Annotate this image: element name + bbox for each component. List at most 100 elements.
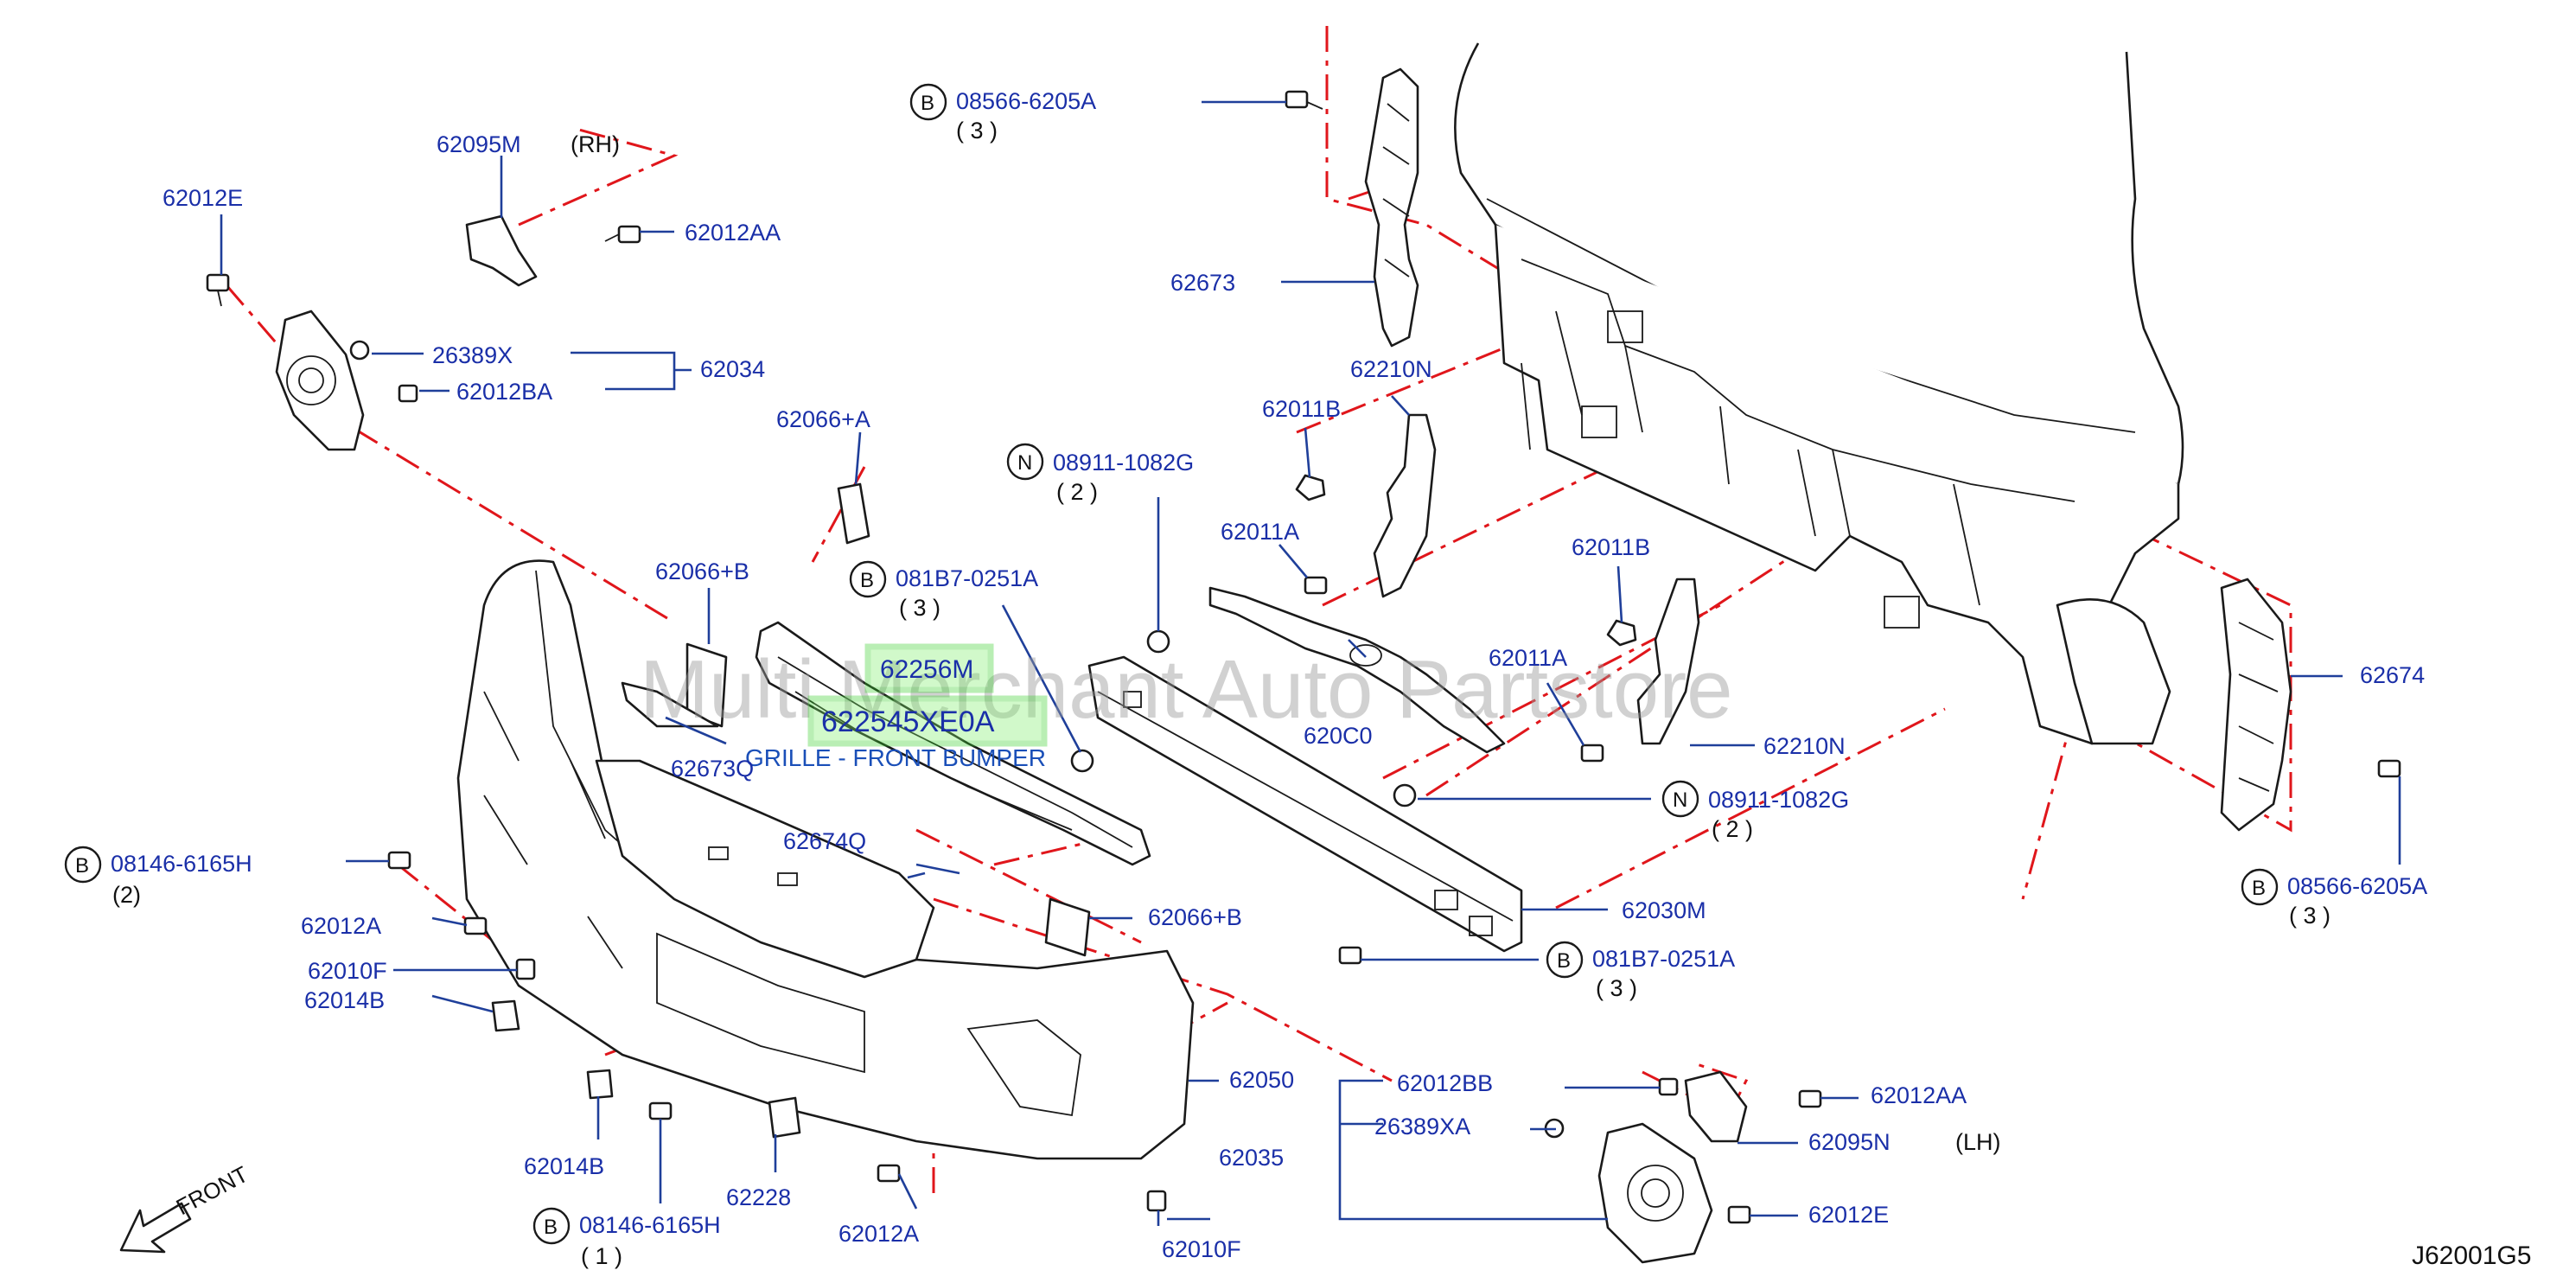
- bracket-62095N: [1684, 1070, 1748, 1143]
- symbol-b-text-081B7-top: B: [860, 569, 874, 592]
- clip-62012BB: [1658, 1077, 1679, 1096]
- label-62066-plus-b-mid[interactable]: 62066+B: [1148, 904, 1242, 930]
- label-62674Q[interactable]: 62674Q: [783, 828, 866, 854]
- label-62674[interactable]: 62674: [2360, 662, 2425, 688]
- bolt-08566-top: [1285, 90, 1323, 110]
- label-081B7-0251A-bottom[interactable]: 081B7-0251A: [1592, 946, 1735, 972]
- label-62012BB[interactable]: 62012BB: [1397, 1070, 1493, 1096]
- label-62010F-left[interactable]: 62010F: [308, 958, 387, 984]
- label-62095N[interactable]: 62095N: [1808, 1129, 1891, 1155]
- label-62066-plus-a[interactable]: 62066+A: [776, 406, 870, 432]
- label-62014B-left[interactable]: 62014B: [304, 987, 385, 1013]
- watermark: Multi Merchant Auto Partstore: [640, 643, 1733, 736]
- symbol-b-text-081B7-bottom: B: [1557, 949, 1571, 973]
- symbol-b-081B7-bottom: [1546, 941, 1584, 979]
- bolt-08566-right: [2377, 759, 2401, 778]
- front-label: FRONT: [172, 1161, 252, 1221]
- label-26389XA[interactable]: 26389XA: [1374, 1114, 1470, 1139]
- label-62210N-mid[interactable]: 62210N: [1763, 733, 1846, 759]
- symbol-n-text-08911-mid: N: [1673, 788, 1687, 812]
- highlight-box-part-a: [864, 643, 994, 693]
- label-08566-6205A-right[interactable]: 08566-6205A: [2287, 873, 2427, 899]
- label-62034[interactable]: 62034: [700, 356, 765, 382]
- symbol-b-text-08566-top: B: [921, 92, 934, 115]
- bolt-62011B-top: [1295, 474, 1326, 501]
- leader-lines: [220, 100, 2401, 1226]
- label-62673[interactable]: 62673: [1170, 270, 1235, 296]
- bolt-62012E-bot: [1727, 1205, 1751, 1224]
- symbol-b-text-08566-right: B: [2252, 877, 2266, 900]
- symbol-b-08566-top: [909, 83, 947, 121]
- label-08911-1082G-mid[interactable]: 08911-1082G: [1708, 787, 1849, 813]
- label-620C0[interactable]: 620C0: [1304, 723, 1373, 749]
- label-62012A-bottom[interactable]: 62012A: [838, 1221, 919, 1247]
- qty-08146-left: (2): [112, 882, 141, 908]
- highlight-box-part-b: [807, 695, 1048, 747]
- bolt-081B7-bot: [1338, 946, 1362, 965]
- panel-62674Q: [595, 759, 935, 979]
- qty-081B7-top: ( 3 ): [899, 595, 940, 621]
- bolt-08146-bot: [648, 1101, 673, 1120]
- label-08911-1082G-top[interactable]: 08911-1082G: [1053, 450, 1194, 476]
- label-lh: (LH): [1955, 1129, 2001, 1155]
- label-62012BA[interactable]: 62012BA: [456, 379, 552, 405]
- label-62011B-mid[interactable]: 62011B: [1572, 534, 1650, 560]
- label-26389X[interactable]: 26389X: [432, 342, 513, 368]
- label-62030M[interactable]: 62030M: [1622, 897, 1706, 923]
- label-62095M[interactable]: 62095M: [437, 131, 521, 157]
- symbol-b-081B7-top: [849, 560, 887, 598]
- bolts: [206, 90, 2401, 1224]
- label-62673Q[interactable]: 62673Q: [671, 756, 754, 782]
- diagram-code: J62001G5: [2412, 1242, 2531, 1270]
- harness-620C0: [1208, 586, 1506, 754]
- label-081B7-0251A-top[interactable]: 081B7-0251A: [896, 565, 1038, 591]
- bracket-62673: [1364, 67, 1419, 348]
- label-08146-6165H-left[interactable]: 08146-6165H: [111, 851, 252, 877]
- symbol-b-08146-bottom: [532, 1207, 571, 1245]
- front-direction: FRONT: [119, 1161, 252, 1254]
- label-62066-plus-b-top[interactable]: 62066+B: [655, 559, 749, 584]
- qty-08911-mid: ( 2 ): [1712, 816, 1753, 842]
- bolt-62011B-mid: [1606, 619, 1637, 647]
- label-62012AA-bottom[interactable]: 62012AA: [1871, 1082, 1967, 1108]
- label-62014B-bottom[interactable]: 62014B: [524, 1153, 604, 1179]
- symbol-b-08566-right: [2241, 868, 2279, 906]
- bolt-62011A-mid: [1580, 744, 1604, 763]
- bolt-62010F-left: [515, 958, 536, 980]
- bracket-62210N-top: [1373, 413, 1437, 598]
- label-62210N-top[interactable]: 62210N: [1350, 356, 1432, 382]
- label-62011A-mid[interactable]: 62011A: [1489, 645, 1567, 671]
- bolt-62012AA-bot: [1798, 1089, 1822, 1108]
- label-62012AA-top[interactable]: 62012AA: [685, 220, 781, 246]
- grommet-26389X: [349, 340, 370, 361]
- label-62010F-bottom[interactable]: 62010F: [1162, 1236, 1241, 1262]
- label-08566-6205A-top[interactable]: 08566-6205A: [956, 88, 1096, 114]
- highlight-part-b[interactable]: 622545XE0A: [821, 705, 995, 738]
- label-62012A-left[interactable]: 62012A: [301, 913, 381, 939]
- label-rh: (RH): [571, 131, 620, 157]
- bolt-08911-mid: [1393, 783, 1417, 807]
- bolt-62012A-left: [463, 916, 488, 935]
- highlight-caption: GRILLE - FRONT BUMPER: [745, 744, 1046, 771]
- label-62035[interactable]: 62035: [1219, 1145, 1284, 1171]
- label-62050[interactable]: 62050: [1229, 1067, 1294, 1093]
- qty-08566-right: ( 3 ): [2289, 903, 2331, 929]
- bolt-62012AA-top: [604, 225, 641, 244]
- highlight-part-a: 62256M: [880, 655, 973, 684]
- symbol-n-08911-top: [1006, 443, 1044, 481]
- label-62012E-bottom[interactable]: 62012E: [1808, 1202, 1889, 1228]
- foglamp-62035: [1597, 1122, 1713, 1264]
- front-arrow-icon: [119, 1202, 192, 1254]
- part-labels: 62095M (RH) 62012E 62012AA 26389X 62034 …: [64, 83, 2427, 1269]
- qty-08146-bottom: ( 1 ): [581, 1243, 622, 1269]
- clip-62012BA: [398, 384, 418, 403]
- foglamp-62034: [275, 310, 365, 451]
- label-62011B-top[interactable]: 62011B: [1262, 396, 1341, 422]
- label-62011A-top[interactable]: 62011A: [1221, 519, 1299, 545]
- label-08146-6165H-bottom[interactable]: 08146-6165H: [579, 1212, 721, 1238]
- symbol-b-08146-left: [64, 846, 102, 884]
- label-62012E-top[interactable]: 62012E: [163, 185, 243, 211]
- bolt-62010F-bot: [1146, 1190, 1167, 1212]
- bolt-081B7-top: [1070, 749, 1094, 773]
- label-62228[interactable]: 62228: [726, 1184, 791, 1210]
